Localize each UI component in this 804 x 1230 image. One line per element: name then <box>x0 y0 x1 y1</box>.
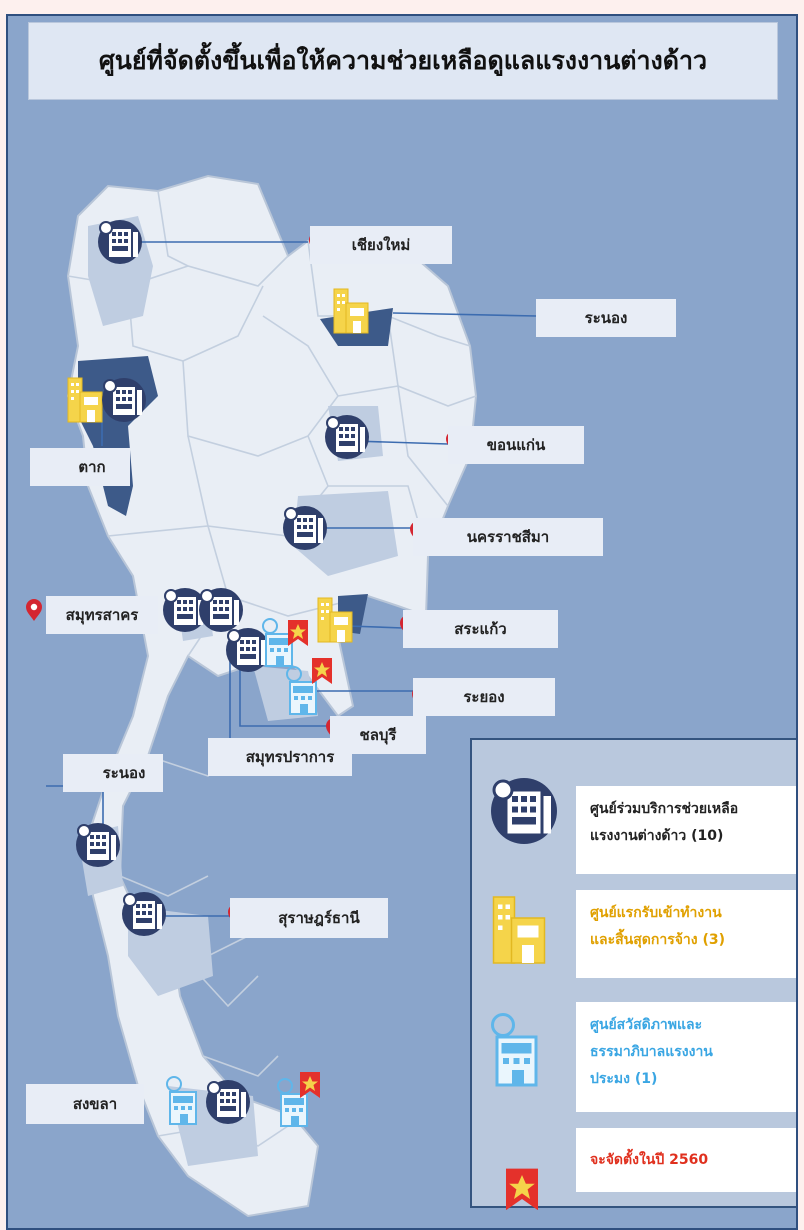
title-bar: ศูนย์ที่จัดตั้งขึ้นเพื่อให้ความช่วยเหลือ… <box>28 22 778 100</box>
thailand-map <box>26 174 556 1218</box>
legend-text-star: จะจัดตั้งในปี 2560 <box>576 1128 796 1192</box>
label-rayong: ระยอง <box>413 678 555 716</box>
legend-text-navy: ศูนย์ร่วมบริการช่วยเหลือ แรงงานต่างด้าว … <box>576 786 796 874</box>
center-icon-tak-navy <box>101 377 147 423</box>
label-korat: นครราชสีมา <box>413 518 603 556</box>
legend-navy-icon <box>489 776 559 846</box>
label-tak: ตาก <box>30 448 130 486</box>
center-icon-songkhla-navy <box>205 1079 251 1125</box>
center-icon-khonkaen <box>324 414 370 460</box>
legend-panel: ศูนย์ร่วมบริการช่วยเหลือ แรงงานต่างด้าว … <box>470 738 796 1210</box>
label-samutprakan: สมุทรปราการ <box>208 738 352 776</box>
map-frame: ศูนย์ที่จัดตั้งขึ้นเพื่อให้ความช่วยเหลือ… <box>6 14 798 1230</box>
label-chiangmai: เชียงใหม่ <box>310 226 452 264</box>
label-samutsakhon: สมุทรสาคร <box>46 596 158 634</box>
center-icon-samutprakan <box>225 627 271 673</box>
center-icon-korat <box>282 505 328 551</box>
label-ranong: ระนอง <box>63 754 163 792</box>
page-title: ศูนย์ที่จัดตั้งขึ้นเพื่อให้ความช่วยเหลือ… <box>98 46 708 75</box>
legend-text-blue: ศูนย์สวัสดิภาพและ ธรรมาภิบาลแรงงาน ประมง… <box>576 1002 796 1112</box>
center-icon-bangkok <box>198 587 244 633</box>
label-songkhla: สงขลา <box>26 1084 144 1124</box>
center-icon-suratthani <box>121 891 167 937</box>
star-flag-icon-3 <box>300 1072 320 1098</box>
map-pin-icon-samutsakhon <box>26 599 42 621</box>
label-nongkhai: ระนอง <box>536 299 676 337</box>
legend-blue-icon <box>491 1013 538 1087</box>
legend-yellow-icon <box>492 896 546 964</box>
label-suratthani: สุราษฎร์ธานี <box>230 898 388 938</box>
center-icon-chiangmai <box>97 219 143 265</box>
label-khonkaen: ขอนแก่น <box>448 426 584 464</box>
center-icon-ranong <box>75 822 121 868</box>
legend-star-icon <box>506 1168 538 1210</box>
label-sakaeo: สระแก้ว <box>403 610 558 648</box>
legend-text-yellow: ศูนย์แรกรับเข้าทำงาน และสิ้นสุดการจ้าง (… <box>576 890 796 978</box>
